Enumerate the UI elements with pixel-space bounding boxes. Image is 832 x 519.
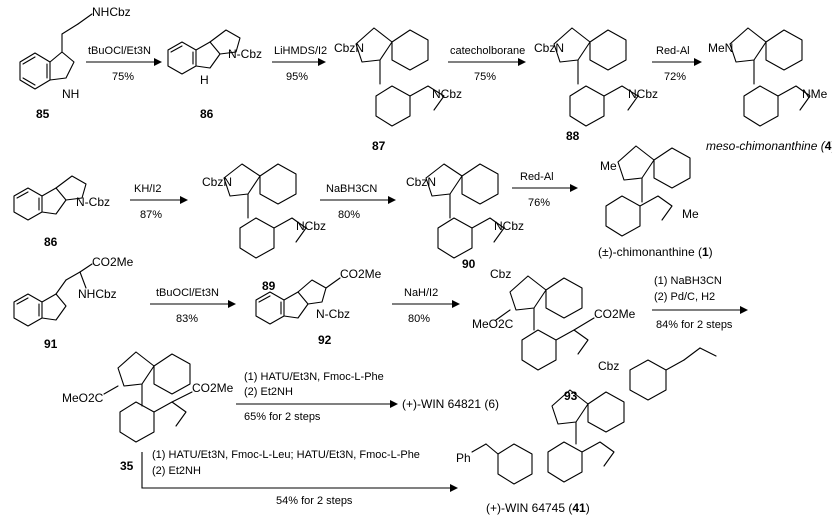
label-86-h: H — [200, 73, 209, 87]
reaction-arrow-row1-4: Red-Al 72% — [652, 45, 702, 83]
yield-row1-1: 75% — [112, 71, 134, 83]
reagent-row2-3: Red-Al — [520, 171, 554, 183]
yield-row2-1: 87% — [140, 209, 162, 221]
yield-row1-3: 75% — [474, 71, 496, 83]
label-90-cbzn1: CbzN — [406, 175, 436, 189]
reaction-arrow-row1-1: tBuOCl/Et3N 75% — [86, 45, 162, 83]
label-89-cbzn1: CbzN — [202, 175, 232, 189]
reaction-arrow-row4-a: (1) HATU/Et3N, Fmoc-L-Phe (2) Et2NH 65% … — [236, 371, 499, 423]
label-90-ncbz2: NCbz — [494, 219, 524, 233]
label-93-cbz2: Cbz — [598, 359, 619, 373]
label-meso-men: MeN — [708, 41, 733, 55]
label-89-ncbz2: NCbz — [296, 219, 326, 233]
yield-row1-4: 72% — [664, 71, 686, 83]
compound-chimonanthine: Me Me (±)-chimonanthine (1) — [598, 145, 713, 259]
compound-number-91: 91 — [44, 337, 58, 351]
compound-91: CO2Me NHCbz 91 — [13, 255, 134, 351]
reagent-row3-2: NaH/I2 — [404, 287, 438, 299]
compound-89: CbzN NCbz 89 — [202, 163, 326, 293]
reaction-arrow-row2-2: NaBH3CN 80% — [320, 183, 396, 221]
label-93-cbz1: Cbz — [490, 267, 511, 281]
reaction-arrow-row2-1: KH/I2 87% — [130, 183, 188, 221]
label-93-ester2: CO2Me — [594, 307, 636, 321]
label-meso-nme: NMe — [802, 87, 828, 101]
yield-row2-3: 76% — [528, 197, 550, 209]
compound-number-35: 35 — [120, 459, 134, 473]
compound-number-92: 92 — [318, 333, 332, 347]
label-93-ester1: MeO2C — [472, 317, 514, 331]
label-91-ester: CO2Me — [92, 255, 134, 269]
reaction-arrow-row2-3: Red-Al 76% — [512, 171, 578, 209]
compound-number-85: 85 — [36, 107, 50, 121]
compound-number-88: 88 — [566, 129, 580, 143]
compound-number-87: 87 — [372, 139, 386, 153]
yield-row4-b: 54% for 2 steps — [276, 495, 353, 507]
name-win64745: (+)-WIN 64745 (41) — [486, 501, 590, 515]
reaction-arrow-row3-3: (1) NaBH3CN (2) Pd/C, H2 84% for 2 steps — [652, 275, 748, 331]
step1-row4-b: (1) HATU/Et3N, Fmoc-L-Leu; HATU/Et3N, Fm… — [152, 449, 420, 461]
reaction-arrow-row3-2: NaH/I2 80% — [392, 287, 460, 325]
compound-35: MeO2C CO2Me 35 — [62, 351, 234, 473]
label-85-nhcbz: NHCbz — [92, 5, 131, 19]
compound-87: CbzN NCbz 87 — [334, 27, 462, 153]
compound-86-row2: N-Cbz 86 — [13, 175, 110, 249]
step1-row4-a: (1) HATU/Et3N, Fmoc-L-Phe — [244, 371, 384, 383]
step2-row3-3: (2) Pd/C, H2 — [654, 291, 715, 303]
name-chimonanthine: (±)-chimonanthine (1) — [598, 245, 713, 259]
compound-90: CbzN NCbz 90 — [406, 163, 524, 271]
step2-row4-b: (2) Et2NH — [152, 465, 201, 477]
reagent-row3-1: tBuOCl/Et3N — [156, 287, 219, 299]
reaction-arrow-row3-1: tBuOCl/Et3N 83% — [150, 287, 236, 325]
label-86b-cbz: N-Cbz — [76, 195, 110, 209]
yield-row1-2: 95% — [286, 71, 308, 83]
reaction-arrow-row1-2: LiHMDS/I2 95% — [272, 45, 327, 83]
step2-row4-a: (2) Et2NH — [244, 386, 293, 398]
label-92-cbz: N-Cbz — [316, 307, 350, 321]
label-41-ph: Ph — [456, 451, 471, 465]
step1-row3-3: (1) NaBH3CN — [654, 275, 722, 287]
label-87-cbzn1: CbzN — [334, 41, 364, 55]
compound-41: Ph (+)-WIN 64745 (41) — [456, 347, 717, 515]
label-85-nh: NH — [62, 87, 79, 101]
yield-row3-3: 84% for 2 steps — [656, 319, 733, 331]
reaction-arrow-row1-3: catecholborane 75% — [448, 45, 526, 83]
reaction-arrow-row4-b: (1) HATU/Et3N, Fmoc-L-Leu; HATU/Et3N, Fm… — [141, 449, 458, 507]
yield-row3-1: 83% — [176, 313, 198, 325]
label-chim-me2: Me — [682, 207, 699, 221]
name-meso-chimonanthine: meso-chimonanthine (4) — [706, 139, 832, 153]
compound-number-89: 89 — [262, 279, 276, 293]
compound-92: CO2Me N-Cbz 92 — [255, 267, 382, 347]
compound-number-90: 90 — [462, 257, 476, 271]
compound-number-86: 86 — [200, 107, 214, 121]
reagent-row2-2: NaBH3CN — [326, 183, 377, 195]
compound-93: Cbz MeO2C CO2Me Cbz 93 — [472, 267, 636, 403]
reagent-row1-4: Red-Al — [656, 45, 690, 57]
reagent-row1-2: LiHMDS/I2 — [274, 45, 327, 57]
compound-88: CbzN NCbz 88 — [534, 27, 658, 143]
target-win64821: (+)-WIN 64821 (6) — [402, 397, 499, 411]
compound-meso-chimonanthine: MeN NMe meso-chimonanthine (4) — [706, 27, 832, 153]
compound-number-86b: 86 — [44, 235, 58, 249]
label-92-ester: CO2Me — [340, 267, 382, 281]
compound-85: NHCbz NH 85 — [19, 5, 131, 121]
label-86-cbz: N-Cbz — [228, 47, 262, 61]
reagent-row1-3: catecholborane — [450, 45, 525, 57]
yield-row2-2: 80% — [338, 209, 360, 221]
label-91-nhcbz: NHCbz — [78, 287, 117, 301]
label-87-ncbz2: NCbz — [432, 87, 462, 101]
label-88-ncbz2: NCbz — [628, 87, 658, 101]
yield-row3-2: 80% — [408, 313, 430, 325]
yield-row4-a: 65% for 2 steps — [244, 411, 321, 423]
label-88-cbzn1: CbzN — [534, 41, 564, 55]
reagent-row2-1: KH/I2 — [134, 183, 162, 195]
reagent-row1-1: tBuOCl/Et3N — [88, 45, 151, 57]
label-35-ester2: CO2Me — [192, 381, 234, 395]
label-35-ester1: MeO2C — [62, 391, 104, 405]
label-chim-me1: Me — [600, 159, 617, 173]
compound-86-row1: N-Cbz H 86 — [167, 29, 262, 121]
